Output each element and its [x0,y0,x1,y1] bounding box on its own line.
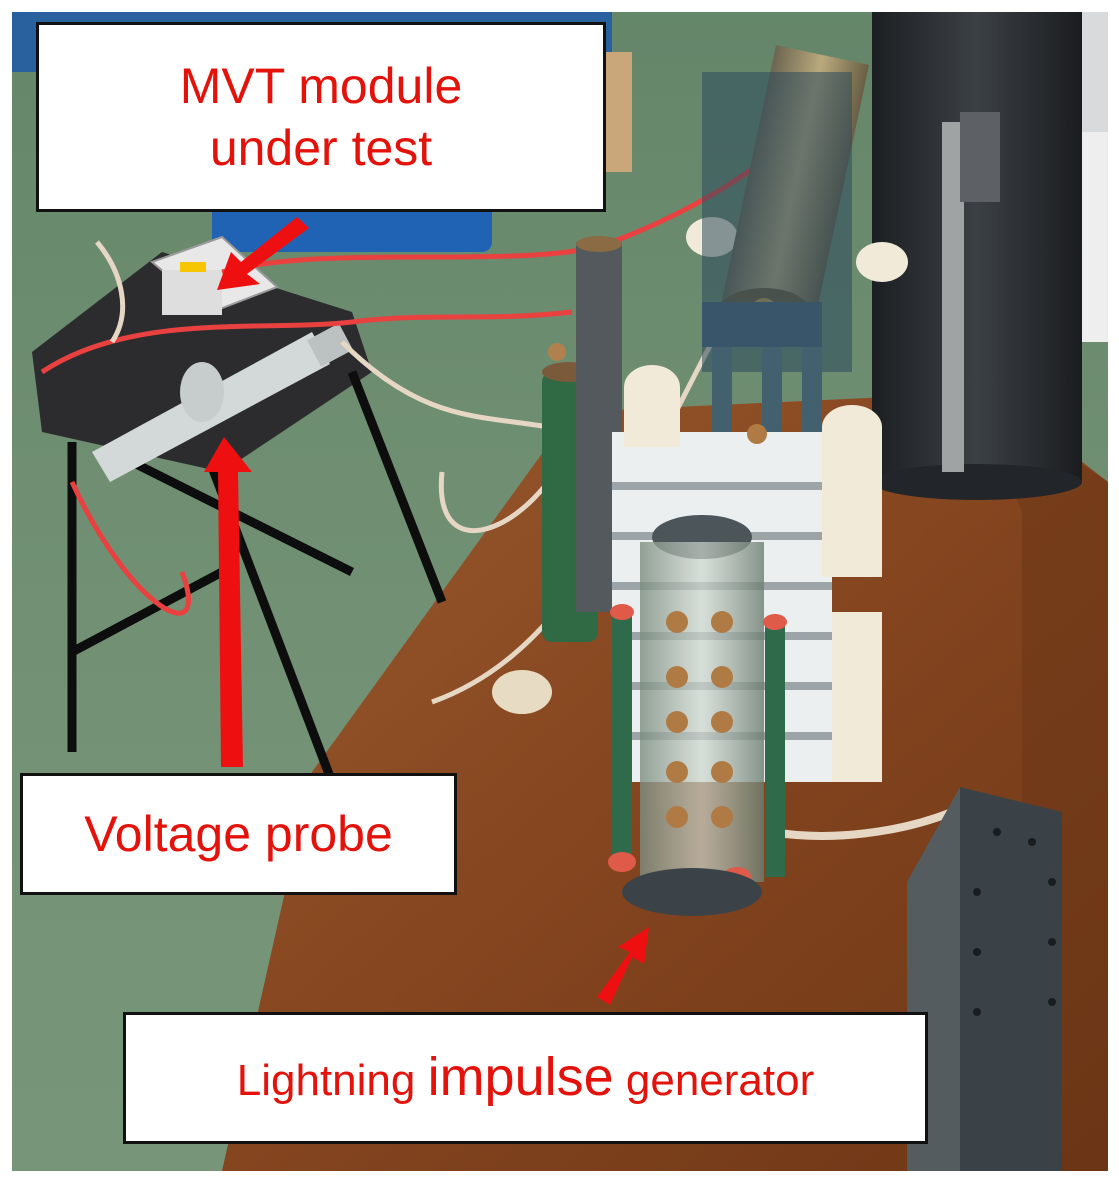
generator-label: Lightning impulse generator [237,1044,814,1112]
black-cylinder [872,12,1082,482]
mvt-module-label: MVT module under test [179,57,463,177]
arrow-generator [597,927,649,1005]
arrow-probe [204,437,252,767]
voltage-probe [92,323,353,482]
generator-label-part3: generator [613,1056,815,1106]
voltage-probe-label-box: Voltage probe [20,773,457,895]
annotation-arrows [204,217,649,1005]
mvt-module-label-box: MVT module under test [36,22,606,212]
grey-box [907,787,1062,1171]
upper-tube [702,45,870,432]
generator-label-box: Lightning impulse generator [123,1012,928,1144]
generator-label-part1: Lightning [236,1056,428,1106]
generator-label-part2: impulse [427,1047,614,1108]
sphere-gap-column [608,424,787,916]
arrow-mvt [217,217,309,290]
voltage-probe-label: Voltage probe [84,805,393,862]
